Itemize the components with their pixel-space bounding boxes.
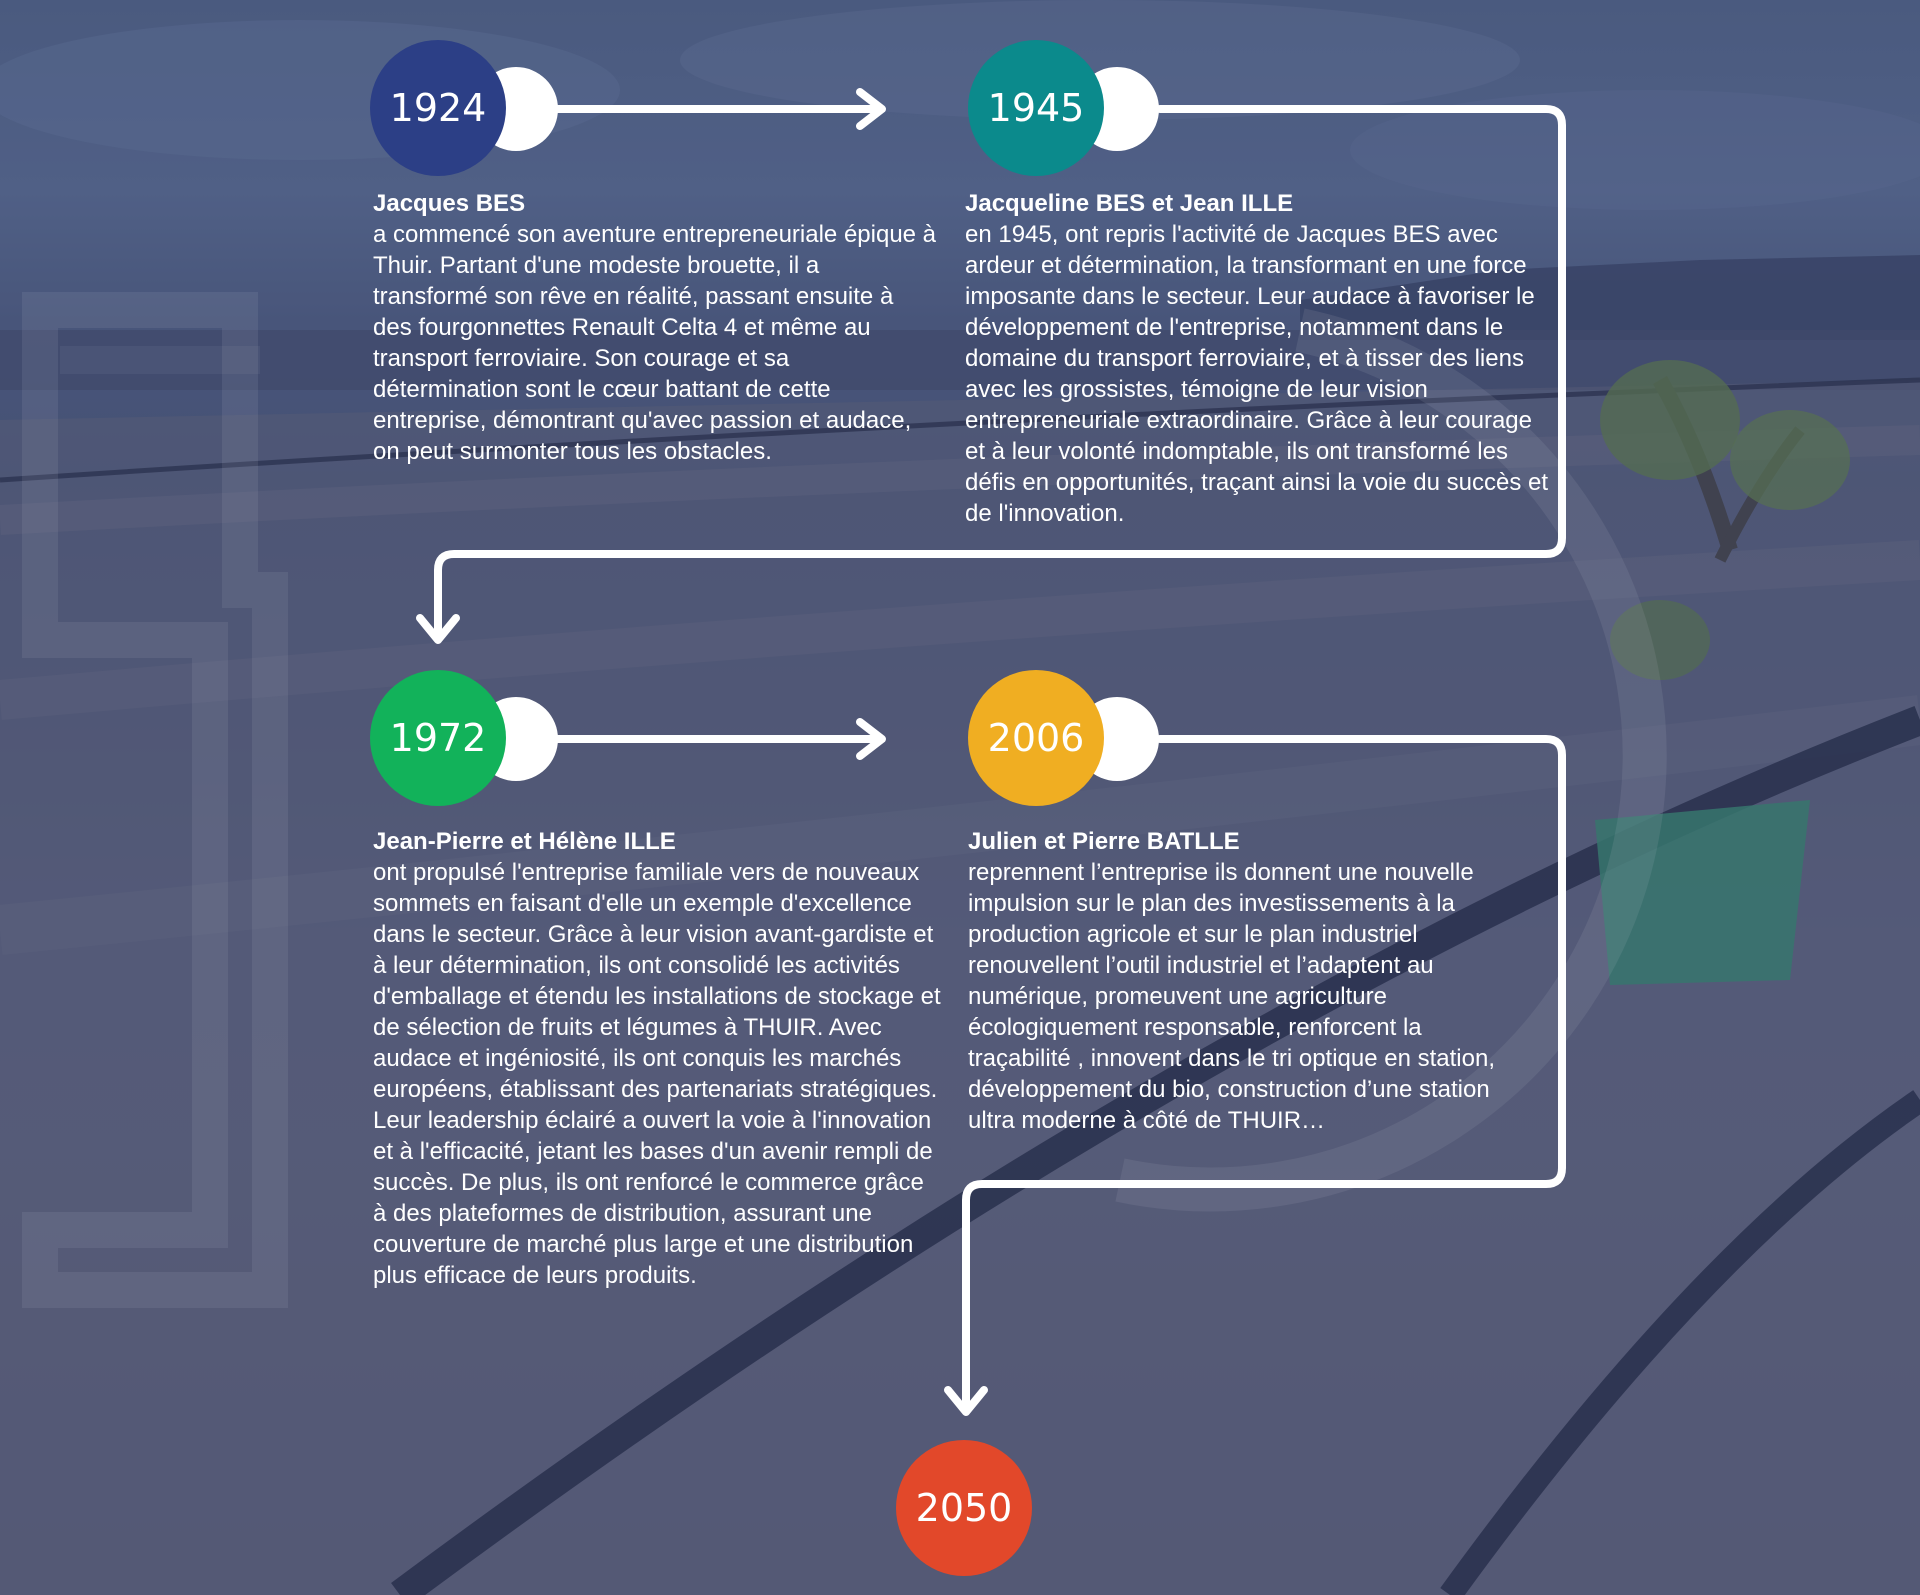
year-2050-label: 2050 [915,1486,1013,1530]
year-1924-label: 1924 [389,86,487,130]
year-2050-badge: 2050 [896,1440,1032,1576]
timeline-entry-1945: Jacqueline BES et Jean ILLE en 1945, ont… [965,188,1550,529]
year-2006-label: 2006 [987,716,1085,760]
year-1924-badge: 1924 [370,40,506,176]
arrow-head-1945 [856,88,886,130]
arrow-2006-2050 [962,735,1566,1414]
year-1972-badge: 1972 [370,670,506,806]
timeline-entry-1924: Jacques BES a commencé son aventure entr… [373,188,938,467]
timeline-entry-1972: Jean-Pierre et Hélène ILLE ont propulsé … [373,826,943,1291]
entry-1972-title: Jean-Pierre et Hélène ILLE [373,828,676,855]
entry-1945-title: Jacqueline BES et Jean ILLE [965,190,1294,217]
entry-1924-text: a commencé son aventure entrepreneuriale… [373,221,937,465]
entry-2006-text: reprennent l’entreprise ils donnent une … [968,859,1495,1134]
entry-1972-text: ont propulsé l'entreprise familiale vers… [373,859,941,1289]
year-1945-label: 1945 [987,86,1085,130]
year-1945-badge: 1945 [968,40,1104,176]
year-1972-label: 1972 [389,716,487,760]
year-2006-badge: 2006 [968,670,1104,806]
entry-2006-title: Julien et Pierre BATLLE [968,828,1240,855]
arrow-head-2050 [944,1386,988,1416]
timeline-entry-2006: Julien et Pierre BATLLE reprennent l’ent… [968,826,1528,1136]
entry-1924-title: Jacques BES [373,190,526,217]
arrow-head-2006 [856,718,886,760]
entry-1945-text: en 1945, ont repris l'activité de Jacque… [965,221,1549,527]
arrow-head-1972 [416,614,460,644]
arrow-1945-1972 [434,105,1566,642]
